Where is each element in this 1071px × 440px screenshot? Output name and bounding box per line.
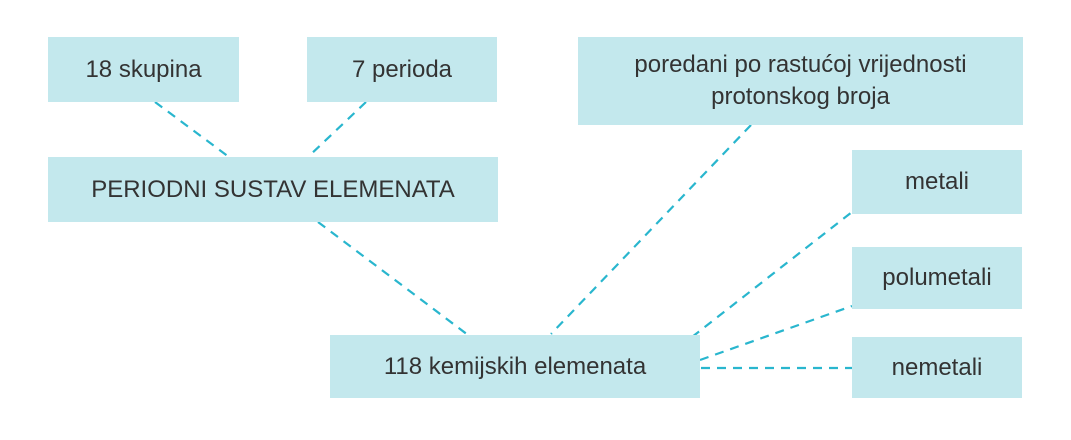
node-label: 18 skupina [85,55,202,83]
connector-skupine-periodni [154,101,230,158]
node-periodni-sustav-elemenata[interactable]: PERIODNI SUSTAV ELEMENATA [48,157,498,222]
node-label: poredani po rastućoj vrijednosti protons… [634,51,967,110]
node-18-skupina[interactable]: 18 skupina [48,37,239,102]
node-nemetali[interactable]: nemetali [852,337,1022,398]
node-7-perioda[interactable]: 7 perioda [307,37,497,102]
node-label: metali [904,168,970,196]
connector-periode-periodni [307,101,367,158]
node-label: nemetali [891,353,983,381]
node-polumetali[interactable]: polumetali [852,247,1022,309]
node-metali[interactable]: metali [852,150,1022,214]
connector-elementi-metali [691,211,853,338]
connector-periodni-elementi [317,221,469,336]
node-label: PERIODNI SUSTAV ELEMENATA [91,175,455,203]
node-label: 7 perioda [351,55,453,83]
node-118-kemijskih-elemenata[interactable]: 118 kemijskih elemenata [330,335,700,398]
connector-poredani-elementi [550,124,752,335]
node-poredani-po-rastucoj-vrijednosti[interactable]: poredani po rastućoj vrijednosti protons… [578,37,1023,125]
connector-elementi-polumetali [699,304,853,362]
node-label: polumetali [882,264,992,292]
node-label: 118 kemijskih elemenata [383,352,647,380]
